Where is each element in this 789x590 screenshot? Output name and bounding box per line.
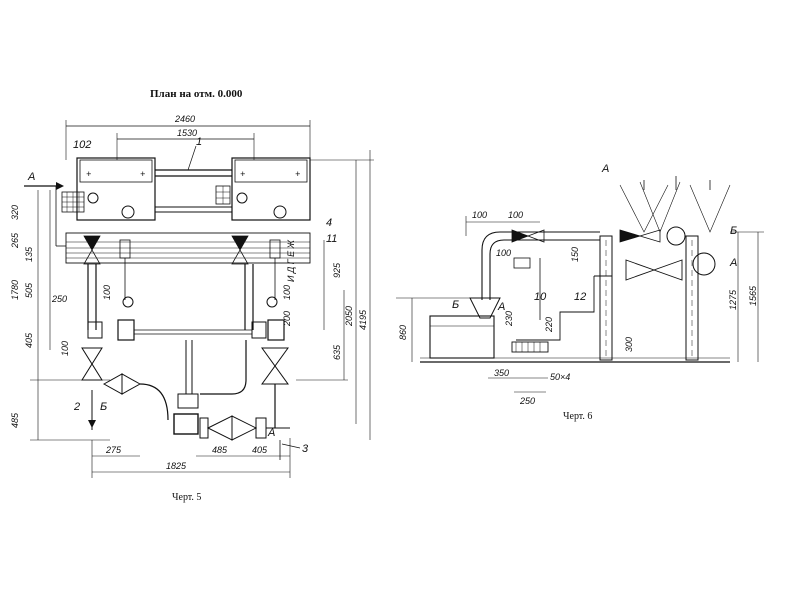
dim-r-220: 220	[544, 317, 554, 333]
caption-right: Черт. 6	[563, 411, 593, 422]
dim-r-1565: 1565	[748, 285, 758, 306]
dim-925: 925	[332, 262, 342, 278]
dim-320: 320	[10, 205, 20, 220]
label-r-a-mid: А	[497, 301, 505, 313]
dim-r-100c: 100	[496, 248, 511, 258]
label-3: 3	[302, 443, 309, 455]
label-arrow-a: А	[27, 171, 35, 183]
dim-505: 505	[24, 282, 34, 298]
label-r-a-right: А	[729, 257, 737, 269]
svg-text:+: +	[295, 169, 300, 179]
drawing-title: План на отм. 0.000	[150, 88, 243, 100]
label-r-b-box: Б	[452, 299, 459, 311]
dim-4195: 4195	[358, 309, 368, 330]
dim-405: 405	[24, 332, 34, 348]
right-drawing	[396, 176, 764, 393]
dim-2460: 2460	[174, 114, 195, 124]
label-r-12: 12	[574, 291, 586, 303]
label-a-left: А	[267, 427, 275, 439]
dim-r-250: 250	[519, 396, 535, 406]
dim-265: 265	[10, 232, 20, 249]
svg-text:+: +	[240, 169, 245, 179]
dim-100c: 100	[282, 285, 292, 300]
label-1: 1	[196, 136, 202, 148]
dim-r-150: 150	[570, 247, 580, 262]
dim-r-350: 350	[494, 368, 509, 378]
dim-r-100a: 100	[472, 210, 487, 220]
dim-100b: 100	[60, 341, 70, 356]
dim-r-860: 860	[398, 325, 408, 340]
dim-1530: 1530	[177, 128, 197, 138]
svg-text:+: +	[140, 169, 145, 179]
dim-100a: 100	[102, 285, 112, 300]
dim-r-100b: 100	[508, 210, 523, 220]
dim-635: 635	[332, 344, 342, 360]
label-r-b-right: Б	[730, 225, 737, 237]
label-b-left: Б	[100, 401, 107, 413]
dim-485-bottom: 485	[212, 445, 228, 455]
dim-r-1275: 1275	[728, 289, 738, 310]
dim-405-bottom: 405	[252, 445, 268, 455]
label-11: 11	[326, 233, 337, 245]
dim-2050: 2050	[344, 306, 354, 327]
dim-275: 275	[105, 445, 122, 455]
dim-1825: 1825	[166, 461, 187, 471]
svg-text:+: +	[86, 169, 91, 179]
label-r-10: 10	[534, 291, 547, 303]
label-r-a-top: А	[601, 163, 609, 175]
caption-left: Черт. 5	[172, 492, 202, 503]
label-4: 4	[326, 217, 332, 229]
dim-1780: 1780	[10, 280, 20, 300]
label-2: 2	[73, 401, 80, 413]
dim-250: 250	[51, 294, 67, 304]
dim-r-50x4: 50×4	[550, 372, 570, 382]
label-ladder: И Д Г Е Ж	[286, 239, 296, 282]
left-drawing: + + + +	[24, 120, 374, 478]
label-102: 102	[73, 139, 91, 151]
dim-135: 135	[24, 246, 34, 262]
dim-485: 485	[10, 412, 20, 428]
dim-r-230: 230	[504, 311, 514, 327]
dim-200: 200	[282, 311, 292, 327]
dim-r-300: 300	[624, 337, 634, 352]
